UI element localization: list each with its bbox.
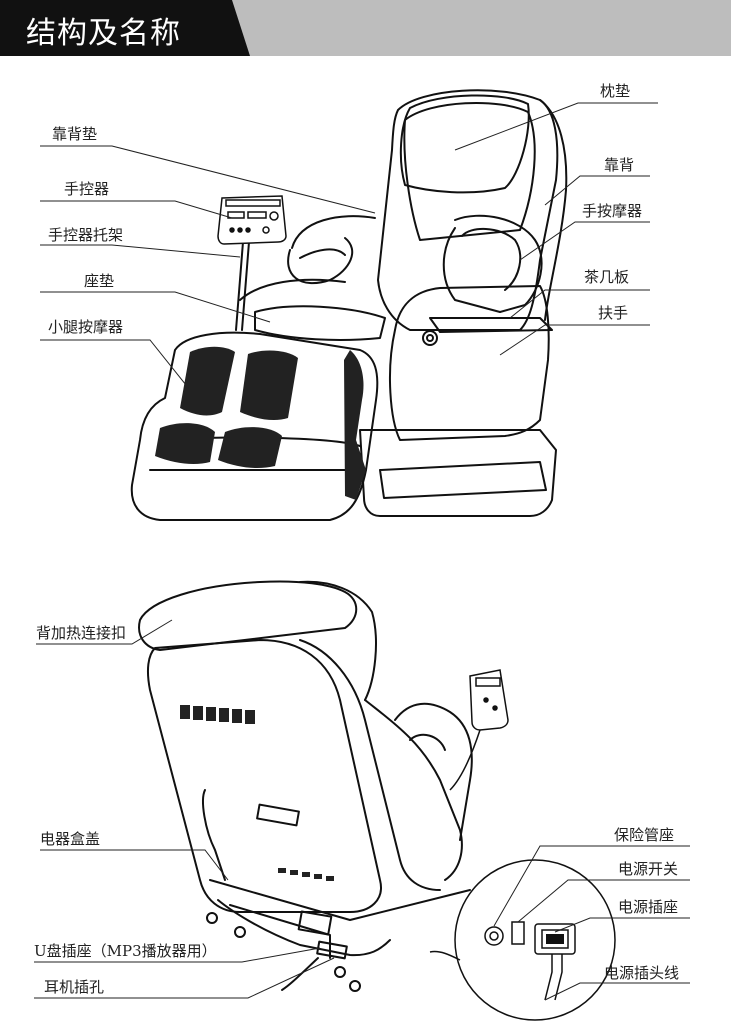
- label-remote: 手控器: [64, 180, 110, 198]
- section-title: 结构及名称: [26, 16, 181, 51]
- label-backrest: 靠背: [604, 156, 635, 174]
- label-fuse-holder: 保险管座: [614, 826, 675, 844]
- label-power-socket: 电源插座: [618, 898, 679, 916]
- label-seat-cushion: 座垫: [84, 272, 115, 290]
- label-leg-massager: 小腿按摩器: [48, 318, 124, 336]
- label-pillow: 枕垫: [600, 82, 631, 100]
- header-title-block: [0, 0, 250, 56]
- label-earphone-jack: 耳机插孔: [44, 978, 105, 996]
- label-electrical-box-cover: 电器盒盖: [40, 830, 101, 848]
- label-usb-socket: U盘插座（MP3播放器用）: [34, 942, 217, 960]
- label-heating-connector: 背加热连接扣: [36, 624, 127, 642]
- label-power-cord: 电源插头线: [604, 964, 680, 982]
- section-header: 结构及名称: [0, 0, 731, 56]
- label-backrest-cushion: 靠背垫: [52, 125, 98, 143]
- label-hand-massager: 手按摩器: [582, 202, 643, 220]
- label-remote-holder: 手控器托架: [48, 226, 124, 244]
- label-tea-table: 茶几板: [584, 268, 630, 286]
- label-power-switch: 电源开关: [618, 860, 679, 878]
- label-armrest: 扶手: [598, 304, 629, 322]
